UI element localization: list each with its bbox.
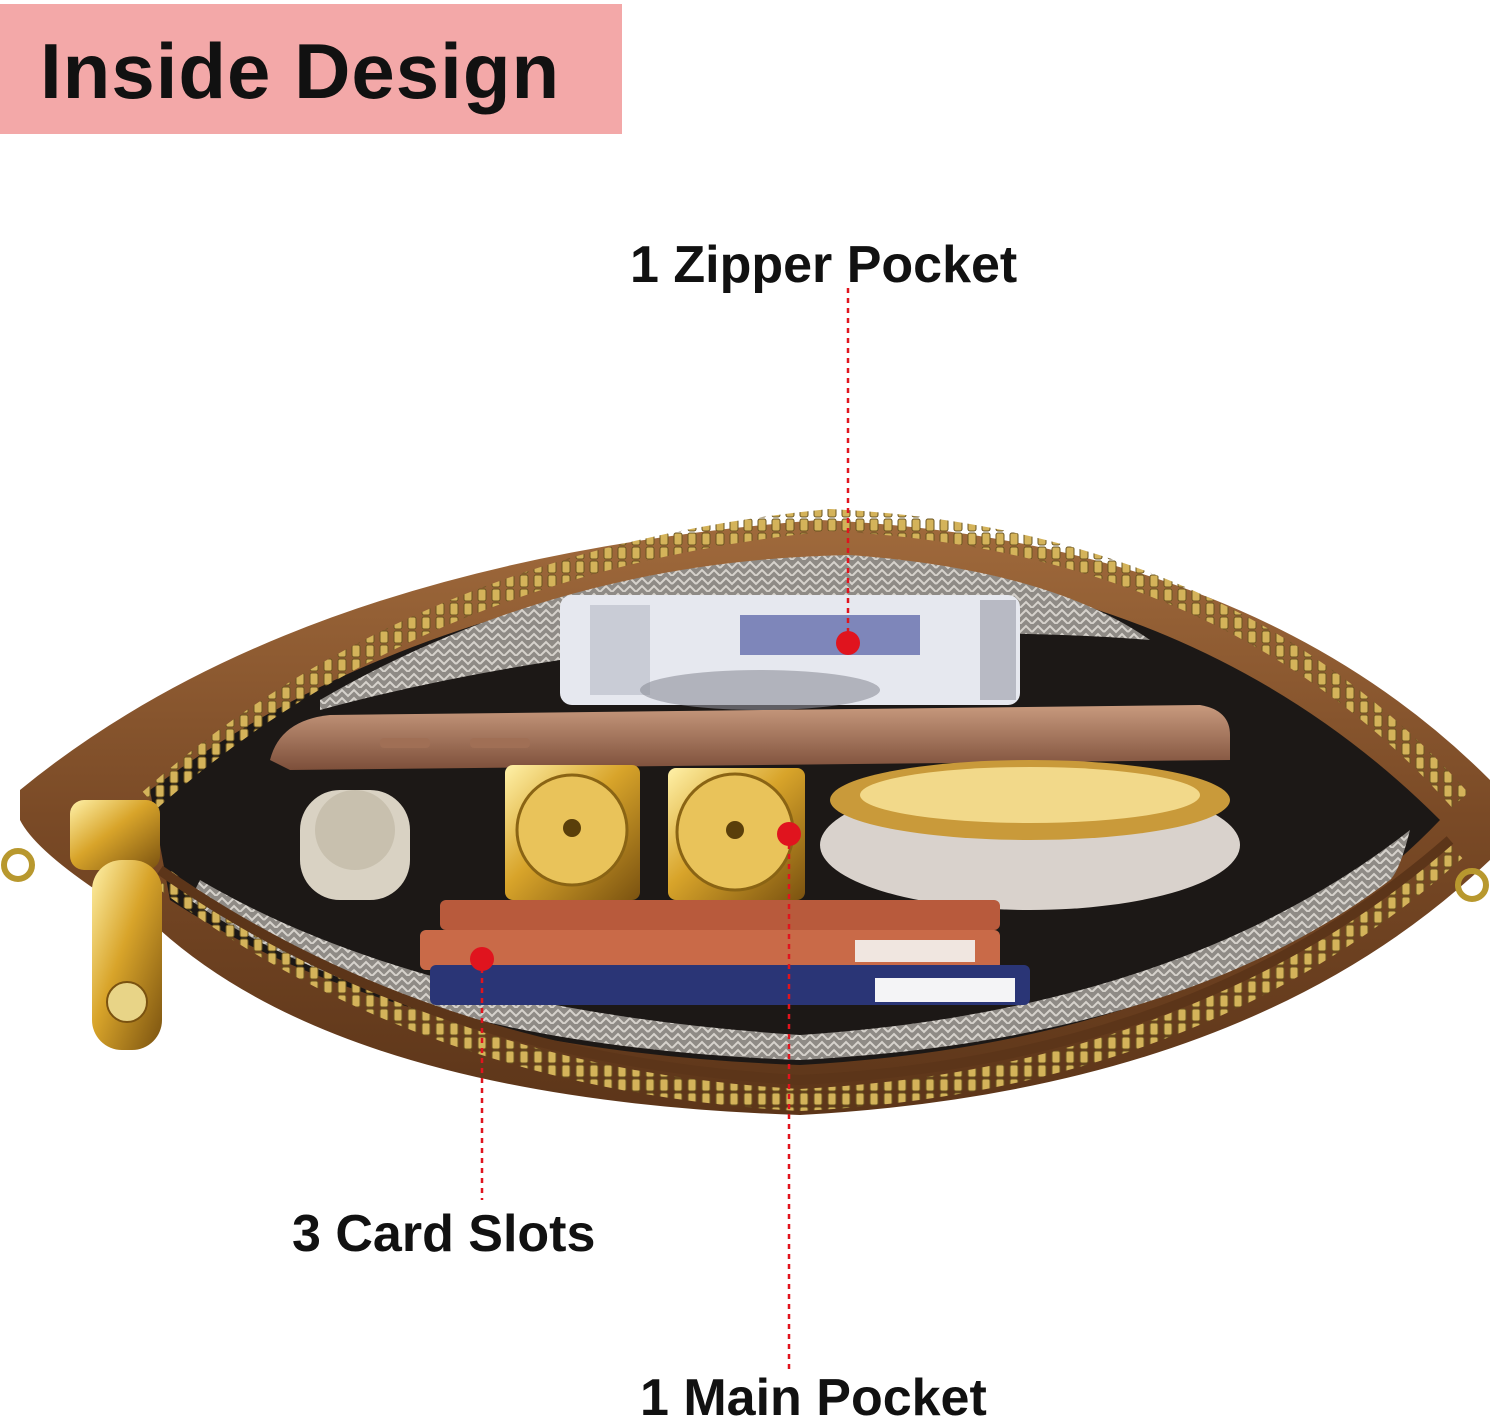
zipper-track-lower xyxy=(158,841,1463,1112)
zipper-pocket-label: 1 Zipper Pocket xyxy=(630,236,1018,294)
callout-dot-zipper xyxy=(836,631,860,655)
cards xyxy=(420,900,1030,1005)
strap-ring-right xyxy=(1455,868,1489,902)
compact-mirror xyxy=(820,760,1240,910)
gold-lipstick-2 xyxy=(668,768,805,900)
callout-dot-cards xyxy=(470,947,494,971)
title-banner: Inside Design xyxy=(0,4,622,134)
callout-dot-main xyxy=(777,822,801,846)
zipper-pull xyxy=(70,800,162,1050)
lip-balm-tube xyxy=(300,790,410,900)
banknote-roll xyxy=(560,595,1020,710)
page-title: Inside Design xyxy=(40,27,561,115)
zipper-track xyxy=(142,508,1469,809)
strap-ring-left xyxy=(1,848,35,882)
main-pocket-label: 1 Main Pocket xyxy=(640,1369,987,1427)
phone xyxy=(270,705,1230,770)
card-slots-label: 3 Card Slots xyxy=(292,1205,596,1263)
gold-lipstick-1 xyxy=(505,765,640,900)
